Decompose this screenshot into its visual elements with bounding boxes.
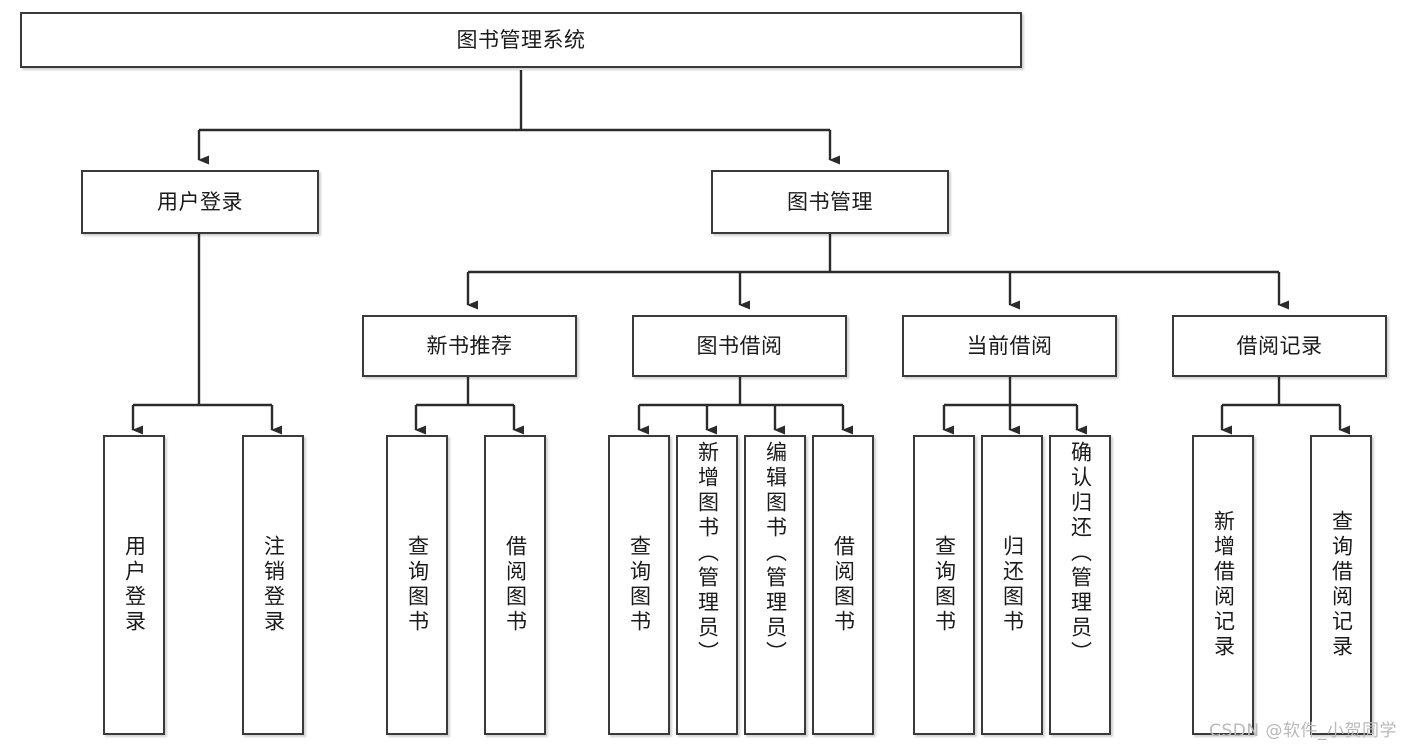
node-book-management[interactable]: 图书管理 [711, 170, 949, 234]
node-label: 新书推荐 [426, 333, 513, 358]
leaf-logout[interactable]: 注销登录 [242, 435, 304, 735]
node-label: 图书管理 [787, 189, 873, 214]
node-label: 借阅图书 [831, 535, 856, 635]
node-label: 注销登录 [261, 535, 286, 635]
node-label: 查询借阅记录 [1329, 510, 1354, 660]
leaf-add-borrow-record[interactable]: 新增借阅记录 [1192, 435, 1254, 735]
node-label: 新增借阅记录 [1211, 510, 1236, 660]
node-label: 用户登录 [122, 535, 147, 635]
leaf-query-book-current[interactable]: 查询图书 [913, 435, 975, 735]
node-current-borrow[interactable]: 当前借阅 [902, 315, 1117, 377]
node-label: 新增图书（管理员） [695, 441, 720, 666]
node-label: 归还图书 [1000, 535, 1025, 635]
leaf-borrow-book-recommend[interactable]: 借阅图书 [484, 435, 546, 735]
leaf-add-book-admin[interactable]: 新增图书（管理员） [676, 435, 738, 735]
node-label: 查询图书 [932, 535, 957, 635]
watermark-text: CSDN @软件_小贺同学 [1209, 721, 1397, 741]
node-label: 借阅记录 [1236, 333, 1323, 358]
node-label: 确认归还（管理员） [1068, 441, 1093, 666]
node-label: 借阅图书 [503, 535, 528, 635]
leaf-borrow-book[interactable]: 借阅图书 [812, 435, 874, 735]
node-label: 图书管理系统 [456, 27, 586, 52]
leaf-query-borrow-record[interactable]: 查询借阅记录 [1310, 435, 1372, 735]
node-user-login[interactable]: 用户登录 [81, 170, 319, 234]
node-label: 当前借阅 [966, 333, 1053, 358]
leaf-query-book-recommend[interactable]: 查询图书 [386, 435, 448, 735]
node-label: 查询图书 [405, 535, 430, 635]
node-label: 编辑图书（管理员） [763, 441, 788, 666]
leaf-user-login[interactable]: 用户登录 [103, 435, 165, 735]
node-borrow-record[interactable]: 借阅记录 [1172, 315, 1387, 377]
leaf-edit-book-admin[interactable]: 编辑图书（管理员） [744, 435, 806, 735]
node-label: 图书借阅 [696, 333, 783, 358]
node-label: 查询图书 [627, 535, 652, 635]
node-new-book-recommend[interactable]: 新书推荐 [362, 315, 577, 377]
leaf-query-book-borrow[interactable]: 查询图书 [608, 435, 670, 735]
leaf-return-book[interactable]: 归还图书 [981, 435, 1043, 735]
node-book-borrow[interactable]: 图书借阅 [632, 315, 847, 377]
leaf-confirm-return-admin[interactable]: 确认归还（管理员） [1049, 435, 1111, 735]
node-label: 用户登录 [157, 189, 243, 214]
node-root[interactable]: 图书管理系统 [20, 12, 1022, 68]
